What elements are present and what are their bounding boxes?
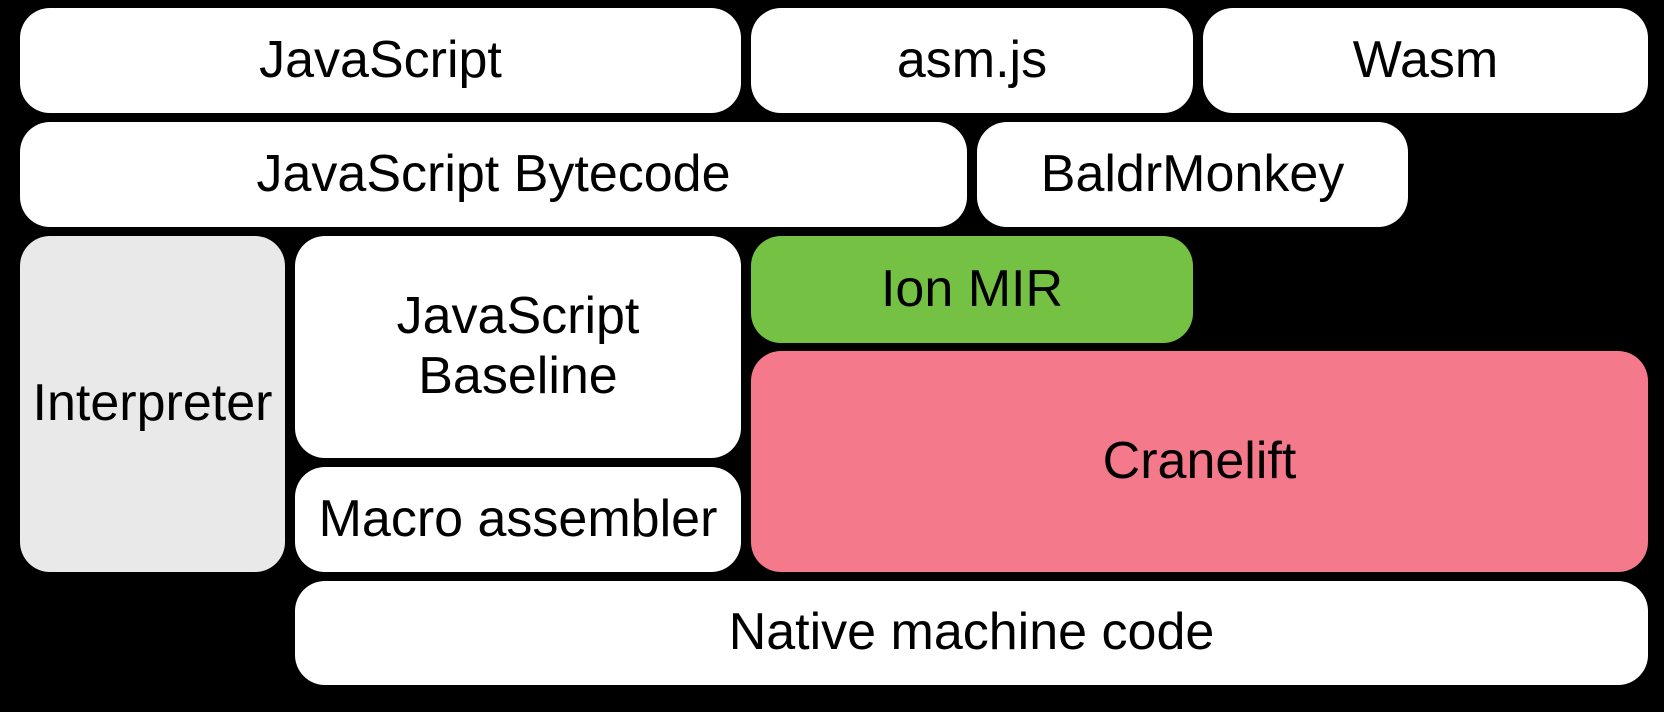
node-macro-assembler: Macro assembler xyxy=(295,467,741,572)
node-native-machine-code: Native machine code xyxy=(295,581,1648,685)
node-javascript-baseline: JavaScript Baseline xyxy=(295,236,741,458)
node-ion-mir: Ion MIR xyxy=(751,236,1193,343)
node-interpreter: Interpreter xyxy=(20,236,285,572)
node-cranelift: Cranelift xyxy=(751,351,1648,572)
node-baldrmonkey: BaldrMonkey xyxy=(977,122,1408,227)
node-asmjs: asm.js xyxy=(751,8,1193,113)
node-javascript: JavaScript xyxy=(20,8,741,113)
node-javascript-bytecode: JavaScript Bytecode xyxy=(20,122,967,227)
node-wasm: Wasm xyxy=(1203,8,1648,113)
